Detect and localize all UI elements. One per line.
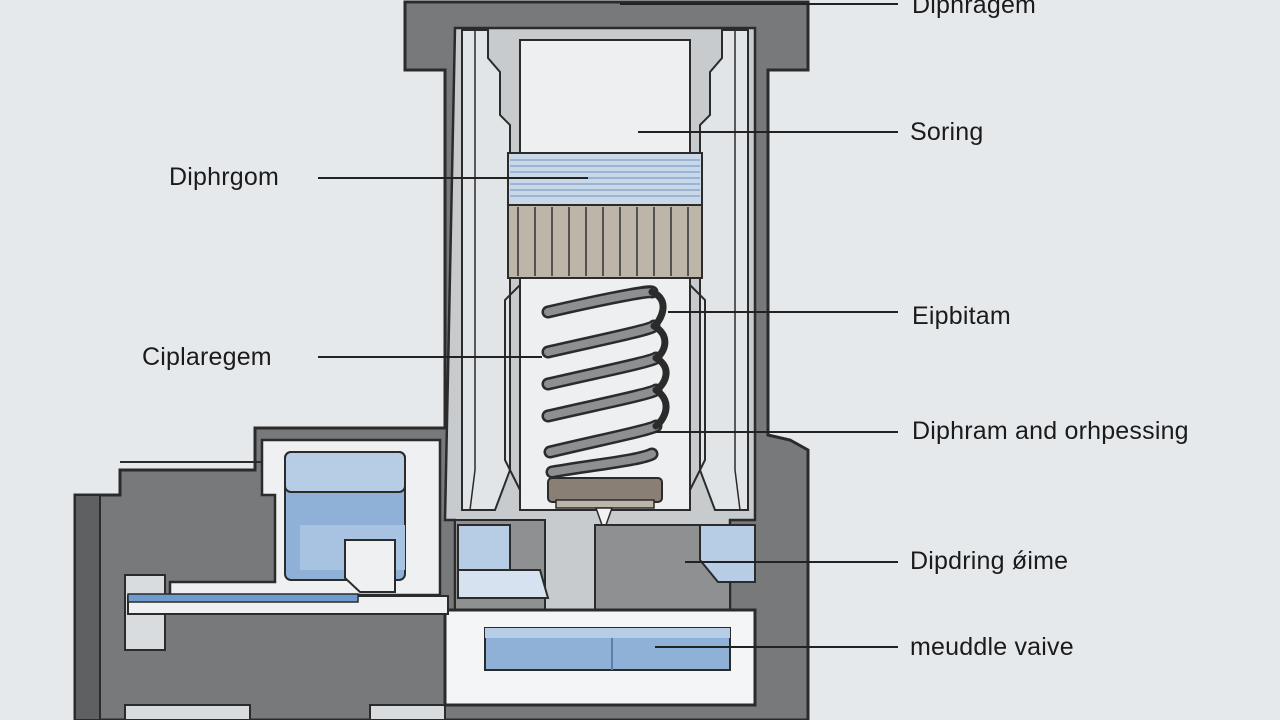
diaphragm-disk xyxy=(507,152,703,279)
label-piston: Eipbitam xyxy=(912,302,1011,330)
label-dipdring-time: Dipdring ﻿ǿime xyxy=(910,547,1069,575)
label-spring: Soring xyxy=(910,118,984,146)
lower-chamber xyxy=(443,519,757,707)
label-ciplaregem-left: Ciplaregem xyxy=(142,343,272,371)
label-needle-valve: meuddle vaive xyxy=(910,633,1074,661)
label-diaphragm-compressing: Diphram and orhpessing xyxy=(912,417,1189,445)
spring-coil xyxy=(541,285,670,479)
label-diaphragm-top: Diphragem xyxy=(912,0,1037,19)
inlet-passage xyxy=(120,438,449,615)
leader-lines xyxy=(318,3,898,648)
label-diaphragm-left: Diphrgom xyxy=(169,163,279,191)
